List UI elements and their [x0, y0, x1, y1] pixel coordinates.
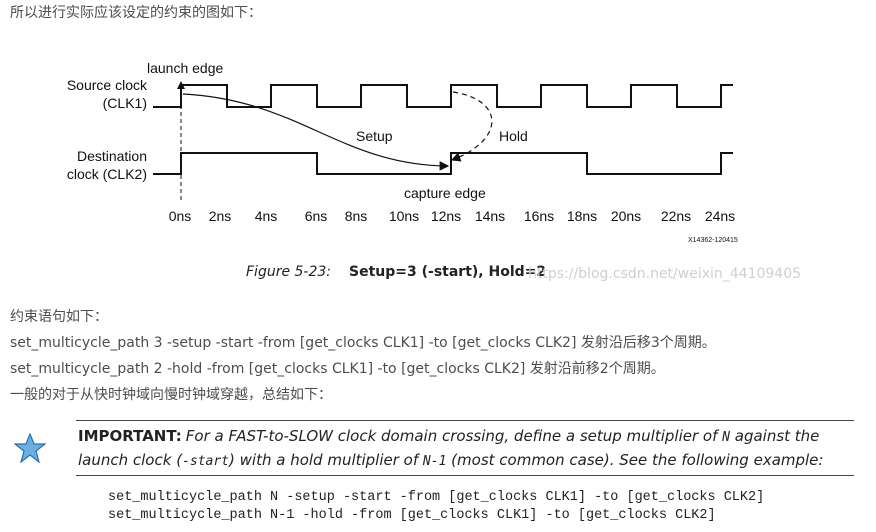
- source-clock-label: Source clock: [67, 77, 148, 93]
- tick-label: 14ns: [475, 208, 505, 224]
- important-code-n: N: [722, 430, 730, 445]
- important-text-4: (most common case). See the following ex…: [446, 451, 824, 469]
- important-bottom-rule: [76, 475, 854, 476]
- code-line-hold: set_multicycle_path N-1 -hold -from [get…: [108, 508, 716, 523]
- tick-label: 0ns: [169, 208, 192, 224]
- intro-text: 所以进行实际应该设定的约束的图如下：: [10, 5, 262, 21]
- launch-edge-label: launch edge: [147, 60, 224, 76]
- figure-title: Setup=3 (-start), Hold=2: [349, 264, 547, 280]
- figure-caption: Figure 5-23: Setup=3 (-start), Hold=2: [246, 264, 546, 280]
- tick-label: 20ns: [611, 208, 641, 224]
- tick-label: 18ns: [567, 208, 597, 224]
- figure-number: Figure 5-23:: [246, 264, 332, 280]
- important-code-n-1: N-1: [422, 454, 447, 469]
- figure-id: X14362-120415: [688, 237, 738, 244]
- constraint-heading: 约束语句如下：: [10, 309, 108, 325]
- tick-label: 10ns: [389, 208, 419, 224]
- clk2-waveform: [153, 152, 733, 175]
- important-top-rule: [76, 420, 854, 421]
- watermark: https://blog.csdn.net/weixin_44109405: [528, 266, 802, 282]
- source-clock-sublabel: (CLK1): [103, 95, 147, 111]
- tick-label: 8ns: [345, 208, 368, 224]
- setup-arrow: [182, 93, 450, 171]
- tick-label: 4ns: [255, 208, 278, 224]
- important-label: IMPORTANT:: [78, 427, 182, 445]
- clk1-waveform: [153, 84, 733, 108]
- code-line-setup: set_multicycle_path N -setup -start -fro…: [108, 490, 765, 505]
- tick-label: 24ns: [705, 208, 735, 224]
- time-axis-ticks: 0ns 2ns 4ns 6ns 8ns 10ns 12ns 14ns 16ns 18ns 20ns 2…: [169, 208, 735, 224]
- important-text-1: For a FAST-to-SLOW clock domain crossing…: [185, 427, 723, 445]
- setup-label: Setup: [356, 128, 393, 144]
- timing-diagram: launch edge Source clock (CLK1) Destinat…: [67, 60, 738, 244]
- important-text-2: against the launch clock (: [78, 427, 820, 469]
- capture-edge-label: capture edge: [404, 185, 486, 201]
- important-text-3: ) with a hold multiplier of: [229, 451, 423, 469]
- important-note: IMPORTANT:For a FAST-to-SLOW clock domai…: [78, 425, 858, 473]
- tick-label: 2ns: [209, 208, 232, 224]
- destination-clock-label: Destination: [77, 148, 147, 164]
- hold-label: Hold: [499, 128, 528, 144]
- tick-label: 16ns: [524, 208, 554, 224]
- star-icon: [14, 433, 46, 463]
- important-code-start: -start: [182, 454, 230, 469]
- hold-arrow: [450, 91, 493, 162]
- summary-text: 一般的对于从快时钟域向慢时钟域穿越，总结如下：: [10, 387, 332, 403]
- destination-clock-sublabel: clock (CLK2): [67, 166, 147, 182]
- tick-label: 22ns: [661, 208, 691, 224]
- hold-constraint-text: set_multicycle_path 2 -hold -from [get_c…: [10, 361, 665, 377]
- setup-constraint-text: set_multicycle_path 3 -setup -start -fro…: [10, 335, 716, 351]
- tick-label: 6ns: [305, 208, 328, 224]
- tick-label: 12ns: [431, 208, 461, 224]
